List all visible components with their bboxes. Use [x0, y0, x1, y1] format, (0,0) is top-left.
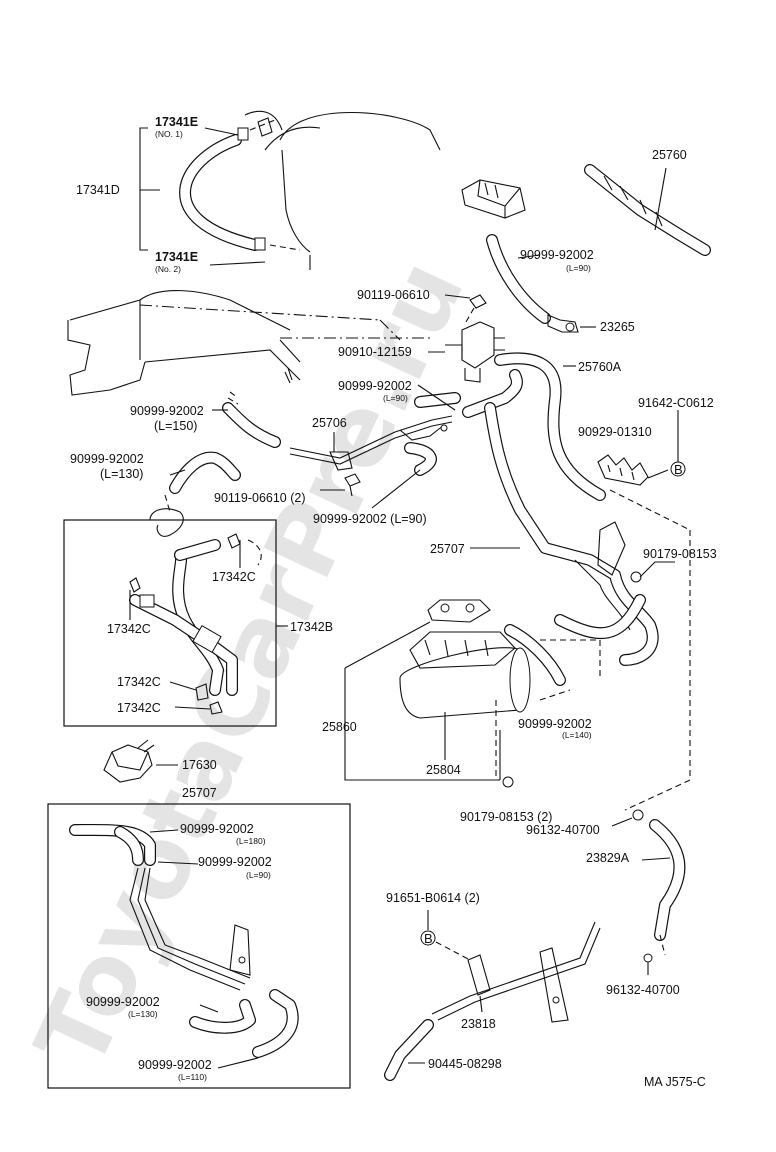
- label-17341e-no2-sub: (No. 2): [155, 264, 181, 274]
- diagram-code: MA J575-C: [644, 1075, 706, 1089]
- hose-canister: [504, 624, 566, 686]
- callout-labels: 17341E (NO. 1) 17341D 17341E (No. 2) 257…: [70, 115, 717, 1089]
- label-17342c-a: 17342C: [212, 570, 256, 584]
- clamp-96132-b: [643, 953, 653, 963]
- label-90445-08298: 90445-08298: [428, 1057, 502, 1071]
- detail-box-25707: [47, 803, 351, 1089]
- label-91642-c0612: 91642-C0612: [638, 396, 714, 410]
- label-90179-08153: 90179-08153: [643, 547, 717, 561]
- label-23829a: 23829A: [586, 851, 630, 865]
- part-25760: [584, 164, 711, 256]
- hose-upper-right: [486, 234, 551, 324]
- canister-25860: [399, 599, 531, 719]
- clamp-96132-a: [632, 809, 644, 821]
- label-90999-92002-l90-b: 90999-92002: [338, 379, 412, 393]
- bolt-90119: [444, 294, 487, 323]
- label-17342c-b: 17342C: [107, 622, 151, 636]
- label-90910-12159: 90910-12159: [338, 345, 412, 359]
- label-25760a: 25760A: [578, 360, 622, 374]
- label-l130-detail: (L=130): [128, 1009, 158, 1019]
- label-90929-01310: 90929-01310: [578, 425, 652, 439]
- label-90119-06610: 90119-06610: [357, 288, 430, 302]
- label-90999-92002-l130-detail: 90999-92002: [86, 995, 160, 1009]
- label-90999-92002-l140: 90999-92002: [518, 717, 592, 731]
- pipe-25707: [484, 402, 659, 666]
- label-90999-92002-l90-c: 90999-92002 (L=90): [313, 512, 427, 526]
- hose-90999-l130: [169, 451, 241, 494]
- label-17341e-no2: 17341E: [155, 250, 198, 264]
- label-25860: 25860: [322, 720, 357, 734]
- label-l140: (L=140): [562, 730, 592, 740]
- hose-assy-17342b: [129, 508, 262, 715]
- label-17341e-no1-sub: (NO. 1): [155, 129, 183, 139]
- label-90999-92002-l130: 90999-92002: [70, 452, 144, 466]
- label-l150: (L=150): [154, 419, 197, 433]
- b-marker-2: B: [424, 931, 433, 946]
- label-90119-06610-2: 90119-06610 (2): [214, 491, 306, 505]
- hose-17341d: [179, 117, 301, 251]
- label-90999-92002-l110: 90999-92002: [138, 1058, 212, 1072]
- label-90999-92002-l90-a-sub: (L=90): [566, 263, 591, 273]
- label-17342c-d: 17342C: [117, 701, 161, 715]
- label-l180: (L=180): [236, 836, 266, 846]
- hose-90999-b: [414, 369, 523, 418]
- bolt-mark-b: B: [670, 461, 686, 477]
- label-17341e-no1: 17341E: [155, 115, 198, 129]
- label-90999-92002-l180: 90999-92002: [180, 822, 254, 836]
- label-23265: 23265: [600, 320, 635, 334]
- hose-23829a: [649, 819, 686, 941]
- pipe-25706: [289, 415, 453, 471]
- label-17630: 17630: [182, 758, 217, 772]
- vsv-90910-12159: [445, 321, 505, 383]
- part-23265: [547, 314, 579, 333]
- label-25760: 25760: [652, 148, 687, 162]
- label-91651-b0614: 91651-B0614 (2): [386, 891, 480, 905]
- label-25707: 25707: [430, 542, 465, 556]
- bolt-90119-2: [344, 473, 361, 497]
- label-17341d: 17341D: [76, 183, 120, 197]
- label-90999-92002-l90-a: 90999-92002: [520, 248, 594, 262]
- label-l110: (L=110): [178, 1072, 207, 1082]
- b-marker: B: [674, 462, 683, 477]
- label-l90-d: (L=90): [246, 870, 271, 880]
- label-96132-40700-b: 96132-40700: [606, 983, 680, 997]
- hose-90999-c: [404, 442, 437, 476]
- label-25707-detail: 25707: [182, 786, 217, 800]
- label-17342c-c: 17342C: [117, 675, 161, 689]
- label-l130: (L=130): [100, 467, 143, 481]
- detail-box-17342b: [63, 519, 277, 727]
- engine-outline-illustration: [67, 110, 441, 405]
- bolt-91651: B: [420, 930, 436, 946]
- label-90179-08153-2: 90179-08153 (2): [460, 810, 552, 824]
- label-23818: 23818: [461, 1017, 496, 1031]
- hose-25760a: [494, 352, 606, 501]
- label-90999-92002-l150: 90999-92002: [130, 404, 204, 418]
- label-17342b: 17342B: [290, 620, 333, 634]
- label-25804: 25804: [426, 763, 461, 777]
- clip-90929-01310: [597, 454, 649, 486]
- hose-90999-l150: [222, 402, 281, 448]
- label-96132-40700-a: 96132-40700: [526, 823, 600, 837]
- detail-25707-assy: [69, 823, 299, 1058]
- sensor-17630: [103, 739, 155, 783]
- label-90999-92002-l90-d: 90999-92002: [198, 855, 272, 869]
- vsv-module: [461, 179, 526, 219]
- hose-90445: [384, 1019, 434, 1081]
- pipe-23818: [431, 921, 601, 1023]
- label-90999-92002-l90-b-sub: (L=90): [383, 393, 408, 403]
- label-25706: 25706: [312, 416, 347, 430]
